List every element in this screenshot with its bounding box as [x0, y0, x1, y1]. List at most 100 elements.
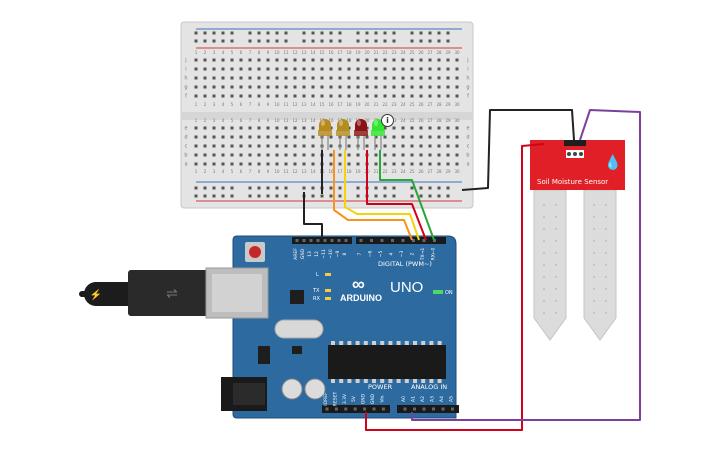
terminal-hole[interactable]	[428, 76, 432, 80]
terminal-hole[interactable]	[401, 85, 405, 89]
terminal-hole[interactable]	[266, 153, 270, 157]
rail-hole[interactable]	[329, 39, 333, 43]
terminal-hole[interactable]	[329, 162, 333, 166]
terminal-hole[interactable]	[437, 135, 441, 139]
terminal-hole[interactable]	[428, 162, 432, 166]
terminal-hole[interactable]	[284, 85, 288, 89]
terminal-hole[interactable]	[329, 144, 333, 148]
terminal-hole[interactable]	[284, 58, 288, 62]
terminal-hole[interactable]	[311, 162, 315, 166]
terminal-hole[interactable]	[410, 76, 414, 80]
rail-hole[interactable]	[383, 186, 387, 190]
terminal-hole[interactable]	[383, 126, 387, 130]
rail-hole[interactable]	[203, 186, 207, 190]
terminal-hole[interactable]	[374, 162, 378, 166]
terminal-hole[interactable]	[266, 58, 270, 62]
terminal-hole[interactable]	[446, 76, 450, 80]
terminal-hole[interactable]	[212, 94, 216, 98]
rail-hole[interactable]	[383, 194, 387, 198]
terminal-hole[interactable]	[419, 67, 423, 71]
terminal-hole[interactable]	[347, 67, 351, 71]
terminal-hole[interactable]	[311, 85, 315, 89]
terminal-hole[interactable]	[230, 135, 234, 139]
terminal-hole[interactable]	[374, 144, 378, 148]
terminal-hole[interactable]	[347, 85, 351, 89]
rail-hole[interactable]	[437, 186, 441, 190]
terminal-hole[interactable]	[302, 126, 306, 130]
terminal-hole[interactable]	[347, 94, 351, 98]
terminal-hole[interactable]	[374, 153, 378, 157]
rail-hole[interactable]	[212, 39, 216, 43]
rail-hole[interactable]	[410, 194, 414, 198]
terminal-hole[interactable]	[221, 94, 225, 98]
terminal-hole[interactable]	[428, 144, 432, 148]
terminal-hole[interactable]	[365, 144, 369, 148]
terminal-hole[interactable]	[248, 67, 252, 71]
terminal-hole[interactable]	[203, 135, 207, 139]
terminal-hole[interactable]	[212, 58, 216, 62]
terminal-hole[interactable]	[356, 162, 360, 166]
terminal-hole[interactable]	[194, 85, 198, 89]
terminal-hole[interactable]	[257, 67, 261, 71]
terminal-hole[interactable]	[293, 162, 297, 166]
terminal-hole[interactable]	[266, 135, 270, 139]
terminal-hole[interactable]	[302, 144, 306, 148]
rail-hole[interactable]	[212, 194, 216, 198]
terminal-hole[interactable]	[212, 135, 216, 139]
rail-hole[interactable]	[437, 31, 441, 35]
terminal-hole[interactable]	[203, 58, 207, 62]
terminal-hole[interactable]	[212, 76, 216, 80]
terminal-hole[interactable]	[410, 162, 414, 166]
rail-hole[interactable]	[230, 31, 234, 35]
terminal-hole[interactable]	[284, 76, 288, 80]
terminal-hole[interactable]	[392, 126, 396, 130]
terminal-hole[interactable]	[293, 94, 297, 98]
terminal-hole[interactable]	[365, 85, 369, 89]
terminal-hole[interactable]	[284, 126, 288, 130]
rail-hole[interactable]	[266, 194, 270, 198]
terminal-hole[interactable]	[365, 135, 369, 139]
wire-orange[interactable]	[333, 150, 413, 241]
terminal-hole[interactable]	[194, 135, 198, 139]
terminal-hole[interactable]	[221, 153, 225, 157]
terminal-hole[interactable]	[410, 67, 414, 71]
terminal-hole[interactable]	[203, 94, 207, 98]
terminal-hole[interactable]	[356, 94, 360, 98]
terminal-hole[interactable]	[401, 58, 405, 62]
rail-hole[interactable]	[221, 186, 225, 190]
rail-hole[interactable]	[365, 39, 369, 43]
rail-hole[interactable]	[257, 186, 261, 190]
rail-hole[interactable]	[392, 194, 396, 198]
arduino-uno[interactable]: ⚡ ⇌ ∞ ARDUINO UNO DIGITAL (PWM~) POWER A…	[79, 235, 459, 419]
rail-hole[interactable]	[320, 194, 324, 198]
terminal-hole[interactable]	[392, 76, 396, 80]
terminal-hole[interactable]	[212, 162, 216, 166]
terminal-hole[interactable]	[446, 67, 450, 71]
terminal-hole[interactable]	[383, 153, 387, 157]
terminal-hole[interactable]	[257, 162, 261, 166]
terminal-hole[interactable]	[203, 76, 207, 80]
rail-hole[interactable]	[419, 186, 423, 190]
rail-hole[interactable]	[257, 31, 261, 35]
terminal-hole[interactable]	[401, 126, 405, 130]
rail-hole[interactable]	[203, 31, 207, 35]
rail-hole[interactable]	[311, 186, 315, 190]
terminal-hole[interactable]	[302, 153, 306, 157]
rail-hole[interactable]	[338, 31, 342, 35]
rail-hole[interactable]	[329, 186, 333, 190]
terminal-hole[interactable]	[302, 58, 306, 62]
terminal-hole[interactable]	[257, 153, 261, 157]
reset-button[interactable]	[249, 246, 261, 258]
rail-hole[interactable]	[203, 194, 207, 198]
terminal-hole[interactable]	[221, 67, 225, 71]
terminal-hole[interactable]	[437, 85, 441, 89]
terminal-hole[interactable]	[212, 144, 216, 148]
terminal-hole[interactable]	[419, 126, 423, 130]
terminal-hole[interactable]	[428, 67, 432, 71]
terminal-hole[interactable]	[374, 58, 378, 62]
terminal-hole[interactable]	[257, 135, 261, 139]
rail-hole[interactable]	[419, 31, 423, 35]
terminal-hole[interactable]	[455, 126, 459, 130]
rail-hole[interactable]	[383, 31, 387, 35]
rail-hole[interactable]	[284, 186, 288, 190]
